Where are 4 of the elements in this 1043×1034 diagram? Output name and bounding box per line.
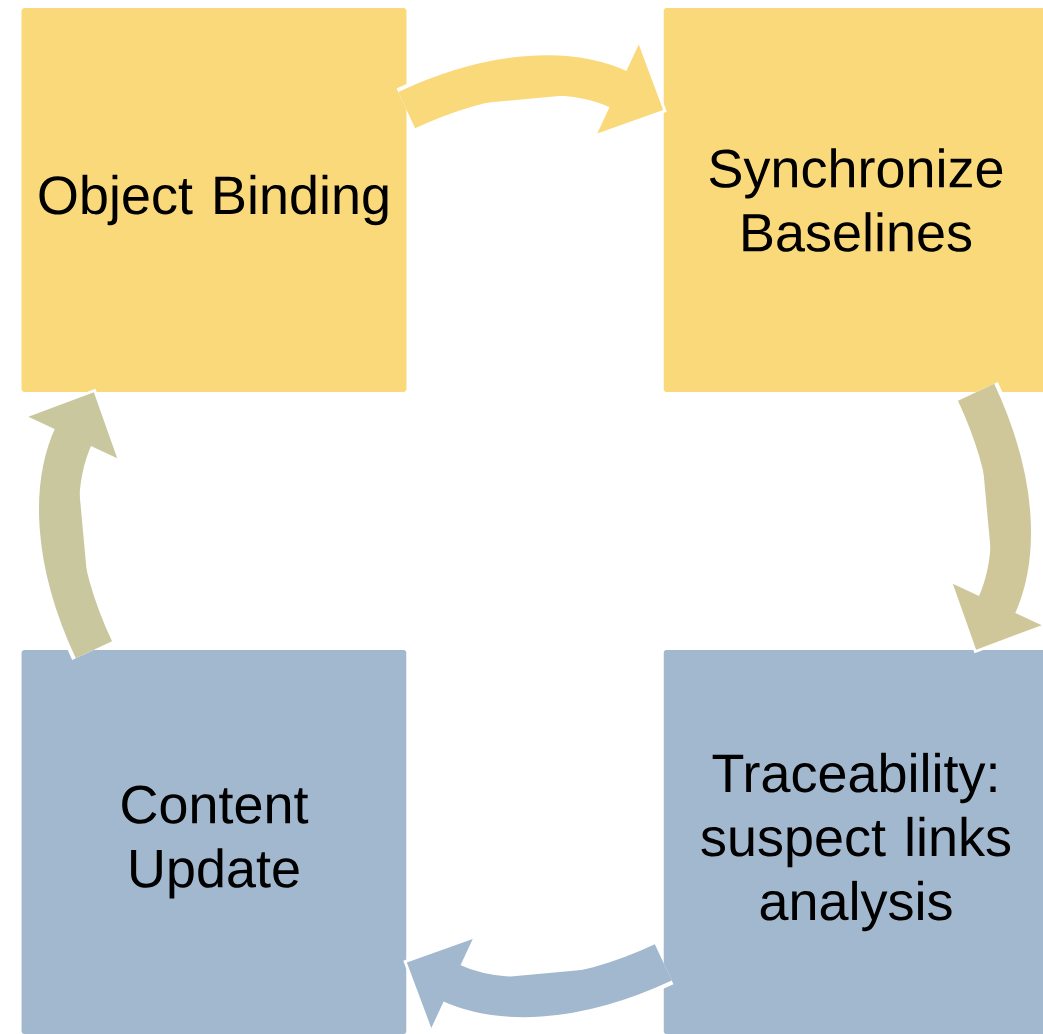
process-box: Traceability: suspect links analysis	[663, 650, 1043, 1034]
process-box: Synchronize Baselines	[663, 8, 1043, 392]
process-box: Object Binding	[21, 8, 407, 392]
process-box: Content Update	[21, 650, 407, 1034]
